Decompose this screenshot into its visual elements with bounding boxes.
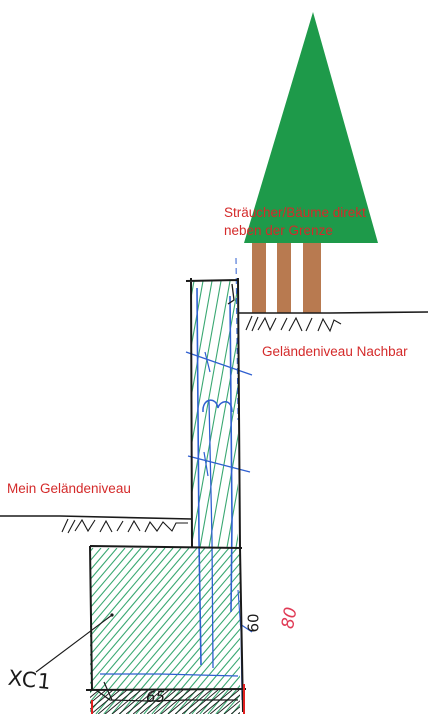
tree-trunk-middle	[277, 240, 291, 313]
my-ground-hatch	[61, 518, 188, 534]
tree-crown	[244, 12, 378, 243]
plants-label-line1: Sträucher/Bäume direkt	[224, 205, 366, 220]
wall-outline	[85, 277, 247, 713]
neighbor-ground-level-label: Geländeniveau Nachbar	[262, 344, 408, 359]
xc1-leader-dot	[110, 613, 114, 617]
inner-corner-mark	[227, 283, 235, 305]
foundation-toe-hatching	[90, 690, 240, 714]
rebar-foot-bottom	[100, 673, 239, 677]
neighbor-ground-hatch	[245, 315, 342, 333]
foundation-height-label: 60	[244, 613, 263, 633]
tree	[244, 12, 378, 313]
wall-stem-hatch-lines	[191, 281, 238, 548]
rebar-stirrup-1	[185, 351, 253, 376]
exposure-class-label: XC1	[6, 665, 54, 695]
foundation-outline	[85, 545, 247, 713]
rebar-vertical-inner	[229, 295, 233, 613]
rebar-mark-2	[203, 451, 209, 477]
wall-stem-hatching	[191, 281, 238, 548]
plants-label-line2: neben der Grenze	[224, 223, 333, 238]
rebar-mark-1	[204, 351, 211, 373]
wall-stem-outline	[185, 277, 241, 549]
rebar-vertical-mid	[208, 399, 214, 669]
rebar-vertical-outer	[196, 287, 202, 666]
boundary-axis-dashed	[235, 257, 239, 421]
width-dimension-line	[95, 689, 238, 702]
tree-trunk-left	[252, 240, 266, 313]
foundation-toe-hatch-lines	[90, 690, 240, 714]
foundation-hatch-lines	[90, 548, 240, 714]
foundation-width-label: 65	[146, 688, 166, 706]
foundation-height-label-red: 80	[278, 605, 302, 631]
my-ground	[0, 515, 193, 534]
tree-trunk-right	[303, 240, 321, 313]
rebar-hook	[202, 399, 233, 413]
neighbor-ground	[238, 311, 428, 333]
xc1-leader-line	[35, 614, 113, 673]
my-ground-level-label: Mein Geländeniveau	[7, 481, 131, 496]
neighbor-ground-line	[238, 311, 428, 314]
dimensions	[35, 613, 245, 714]
foundation-hatching	[90, 548, 240, 714]
width-dimension-tick-left	[103, 681, 113, 701]
my-ground-line	[0, 515, 193, 520]
